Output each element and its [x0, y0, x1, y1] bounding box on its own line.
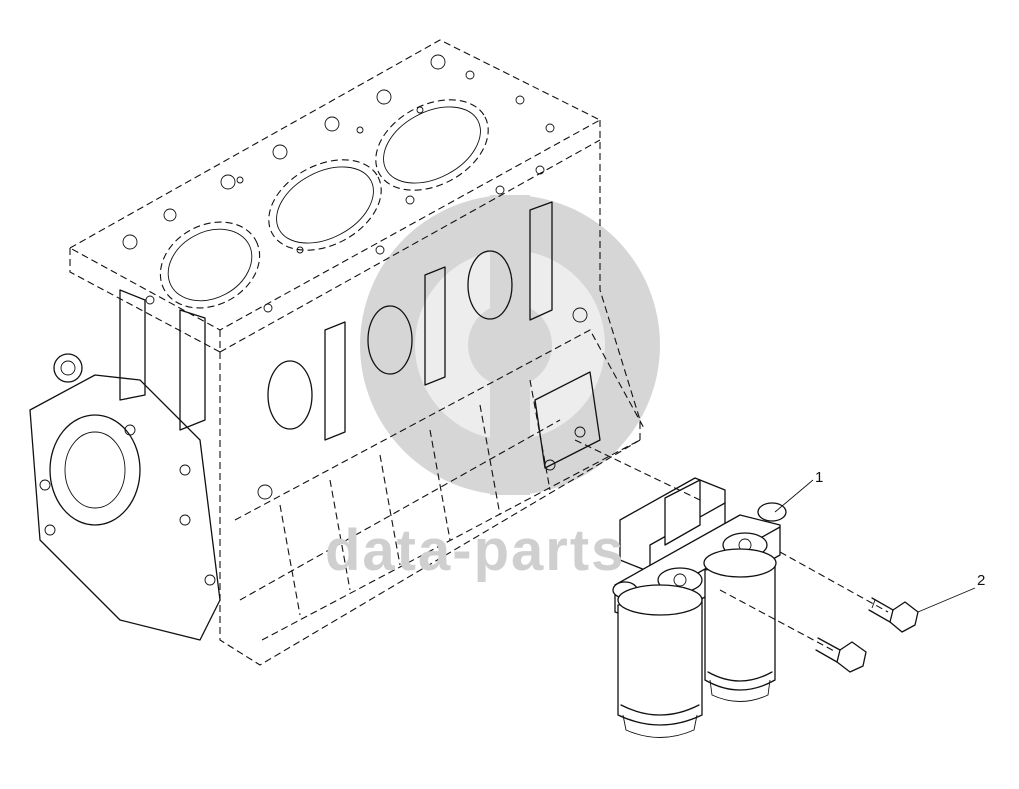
watermark-text: data-parts [325, 518, 625, 583]
filter-mounting-pad [534, 371, 601, 469]
fuel-filter-assembly [612, 477, 787, 738]
assembly-centerlines [574, 439, 889, 653]
block-side-openings [119, 201, 553, 441]
engine-block-deck [69, 39, 601, 331]
callout-leader-2 [917, 587, 976, 613]
cylinder-bore [375, 99, 489, 191]
engine-block [29, 39, 646, 666]
deck-holes [122, 54, 555, 313]
filter-canister-front [617, 584, 703, 738]
engine-block-side [219, 352, 641, 666]
cylinder-bore [159, 221, 261, 309]
front-housing [29, 374, 221, 641]
mounting-bolt [815, 637, 867, 673]
filter-canister-rear [703, 548, 777, 702]
watermark-logo [360, 195, 660, 495]
callout-label-1: 1 [815, 469, 823, 486]
cylinder-bore [268, 159, 382, 251]
callout-leader-1 [774, 479, 814, 513]
callout-label-2: 2 [977, 572, 985, 589]
mounting-bolt [868, 597, 919, 633]
